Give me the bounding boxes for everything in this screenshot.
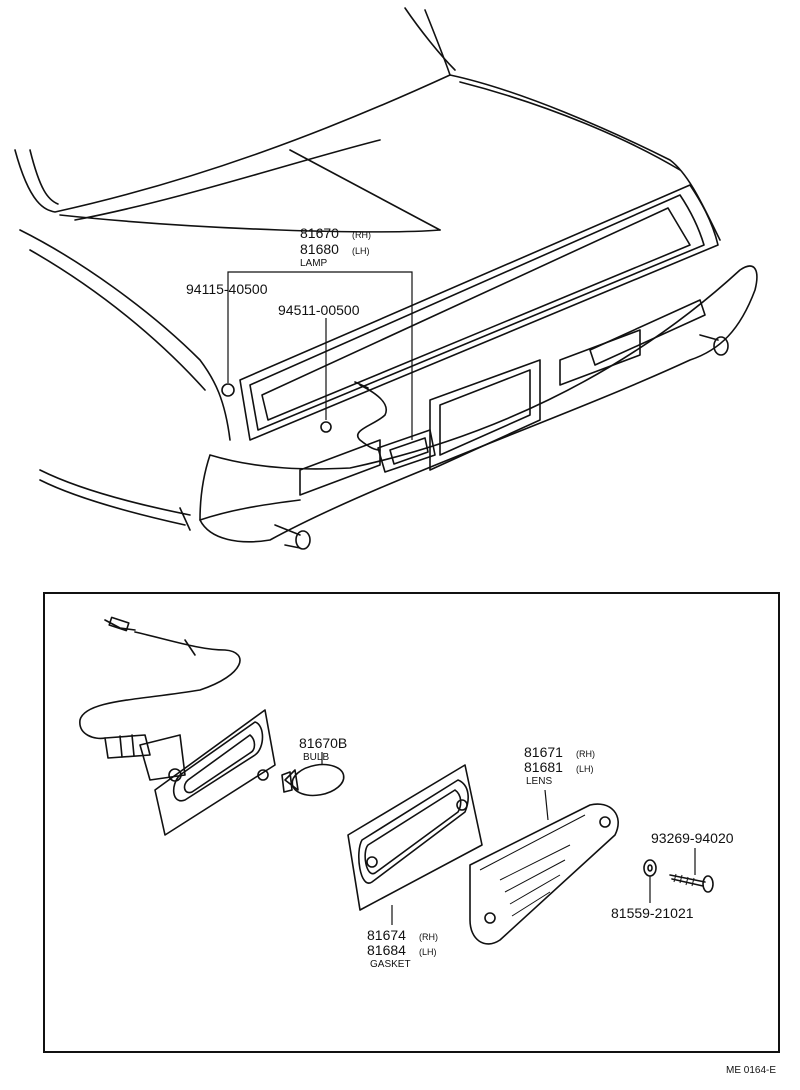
- callout-lens: 81671 (RH) 81681 (LH) LENS: [524, 744, 595, 787]
- screw-part: 93269-94020: [651, 830, 734, 846]
- bulb-illustration: [281, 752, 345, 797]
- screw-illustration: [669, 848, 714, 893]
- lamp-name: LAMP: [300, 258, 328, 269]
- bulb-part: 81670B: [299, 735, 347, 751]
- car-rear-illustration: [14, 7, 758, 550]
- callout-bulb: 81670B BULB: [299, 735, 347, 763]
- gasket-side-rh: (RH): [419, 932, 438, 942]
- gasket-illustration: [347, 764, 483, 925]
- gasket-side-lh: (LH): [419, 947, 437, 957]
- screw-top-part: 94115-40500: [186, 281, 268, 297]
- nut-top-part: 94511-00500: [278, 302, 360, 318]
- callout-gasket: 81674 (RH) 81684 (LH) GASKET: [367, 927, 438, 970]
- lens-side-lh: (LH): [576, 764, 594, 774]
- gasket-name: GASKET: [370, 959, 411, 970]
- gasket-part-lh: 81684: [367, 942, 406, 958]
- lamp-housing-illustration: [79, 616, 276, 836]
- top-callout-leaders: [227, 271, 413, 440]
- lens-side-rh: (RH): [576, 749, 595, 759]
- washer-illustration: [643, 859, 657, 903]
- bulb-name: BULB: [303, 752, 329, 763]
- gasket-part-rh: 81674: [367, 927, 406, 943]
- lamp-side-rh: (RH): [352, 230, 371, 240]
- exploded-view-frame: [43, 592, 780, 1053]
- lamp-side-lh: (LH): [352, 246, 370, 256]
- lens-name: LENS: [526, 776, 552, 787]
- lamp-part-lh: 81680: [300, 241, 339, 257]
- lens-part-rh: 81671: [524, 744, 563, 760]
- lamp-part-rh: 81670: [300, 225, 339, 241]
- lens-illustration: [469, 789, 619, 945]
- washer-part: 81559-21021: [611, 905, 694, 921]
- lens-part-lh: 81681: [524, 759, 563, 775]
- callout-lamp: 81670 (RH) 81680 (LH) LAMP: [300, 225, 371, 269]
- diagram-code: ME 0164-E: [726, 1065, 776, 1076]
